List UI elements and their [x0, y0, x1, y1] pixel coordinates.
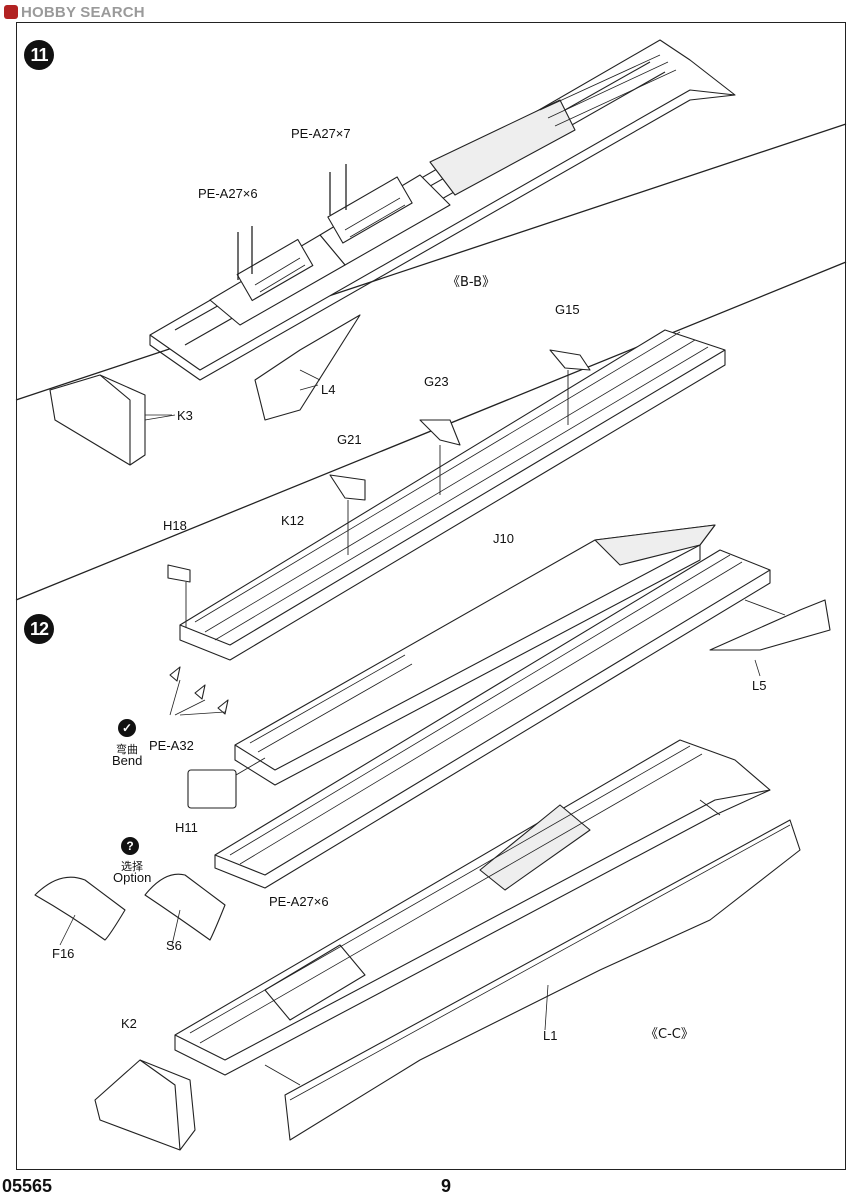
page-number: 9 — [441, 1176, 452, 1196]
deck-middle — [214, 549, 771, 889]
g-brackets — [329, 349, 591, 555]
step-11-badge: 11 — [24, 40, 54, 70]
pe-a27x7-label: PE-A27×7 — [291, 126, 351, 141]
f16-fender — [34, 876, 126, 941]
g21-label: G21 — [337, 432, 362, 447]
product-code: 05565 — [2, 1176, 53, 1196]
k12-label: K12 — [281, 513, 305, 528]
section-divider-upper — [15, 123, 847, 401]
l1-label: L1 — [543, 1028, 558, 1043]
k2-label: K2 — [121, 1016, 137, 1031]
deck-k12 — [179, 329, 726, 661]
pe-a27x6-label-11: PE-A27×6 — [198, 186, 258, 201]
s6-fender — [144, 873, 226, 941]
k2-end-cap — [94, 1059, 196, 1151]
watermark: HOBBY SEARCH — [4, 4, 145, 21]
k3-label: K3 — [177, 408, 193, 423]
pe-a32-clips — [169, 666, 229, 715]
s6-label: S6 — [166, 938, 182, 953]
section-bb-label: 《B-B》 — [447, 275, 496, 290]
bend-en-label: Bend — [112, 753, 143, 768]
l1-side-panel — [264, 799, 801, 1141]
option-en-label: Option — [113, 870, 152, 885]
bend-check-icon: ✓ — [118, 719, 136, 737]
question-icon: ? — [121, 837, 139, 855]
h11-plate — [187, 757, 266, 809]
pe-a27x6-label-12: PE-A27×6 — [269, 894, 329, 909]
h11-label: H11 — [175, 820, 198, 835]
k3-end-cap — [49, 374, 176, 466]
f16-label: F16 — [52, 946, 75, 961]
page-frame — [16, 22, 846, 1170]
g23-label: G23 — [424, 374, 449, 389]
pe-pins-11 — [237, 164, 347, 280]
chassis-bb — [149, 39, 736, 381]
h18-bracket — [167, 564, 191, 628]
option-cn-label: 选择 — [121, 861, 143, 873]
section-cc-label: 《C-C》 — [645, 1027, 694, 1042]
g15-label: G15 — [555, 302, 580, 317]
step-12-badge: 12 — [24, 614, 54, 644]
bend-cn-label: 弯曲 — [116, 744, 138, 756]
j10-label: J10 — [493, 531, 514, 546]
hobby-search-logo-icon — [4, 5, 18, 19]
l5-panel — [709, 599, 831, 651]
l4-label: L4 — [321, 382, 336, 397]
h18-label: H18 — [163, 518, 187, 533]
ramp-j10 — [234, 524, 716, 786]
l5-label: L5 — [752, 678, 767, 693]
pe-a32-label: PE-A32 — [149, 738, 194, 753]
chassis-cc — [174, 739, 771, 1076]
leader-lines — [59, 369, 761, 1031]
l4-side-panel — [254, 314, 361, 421]
